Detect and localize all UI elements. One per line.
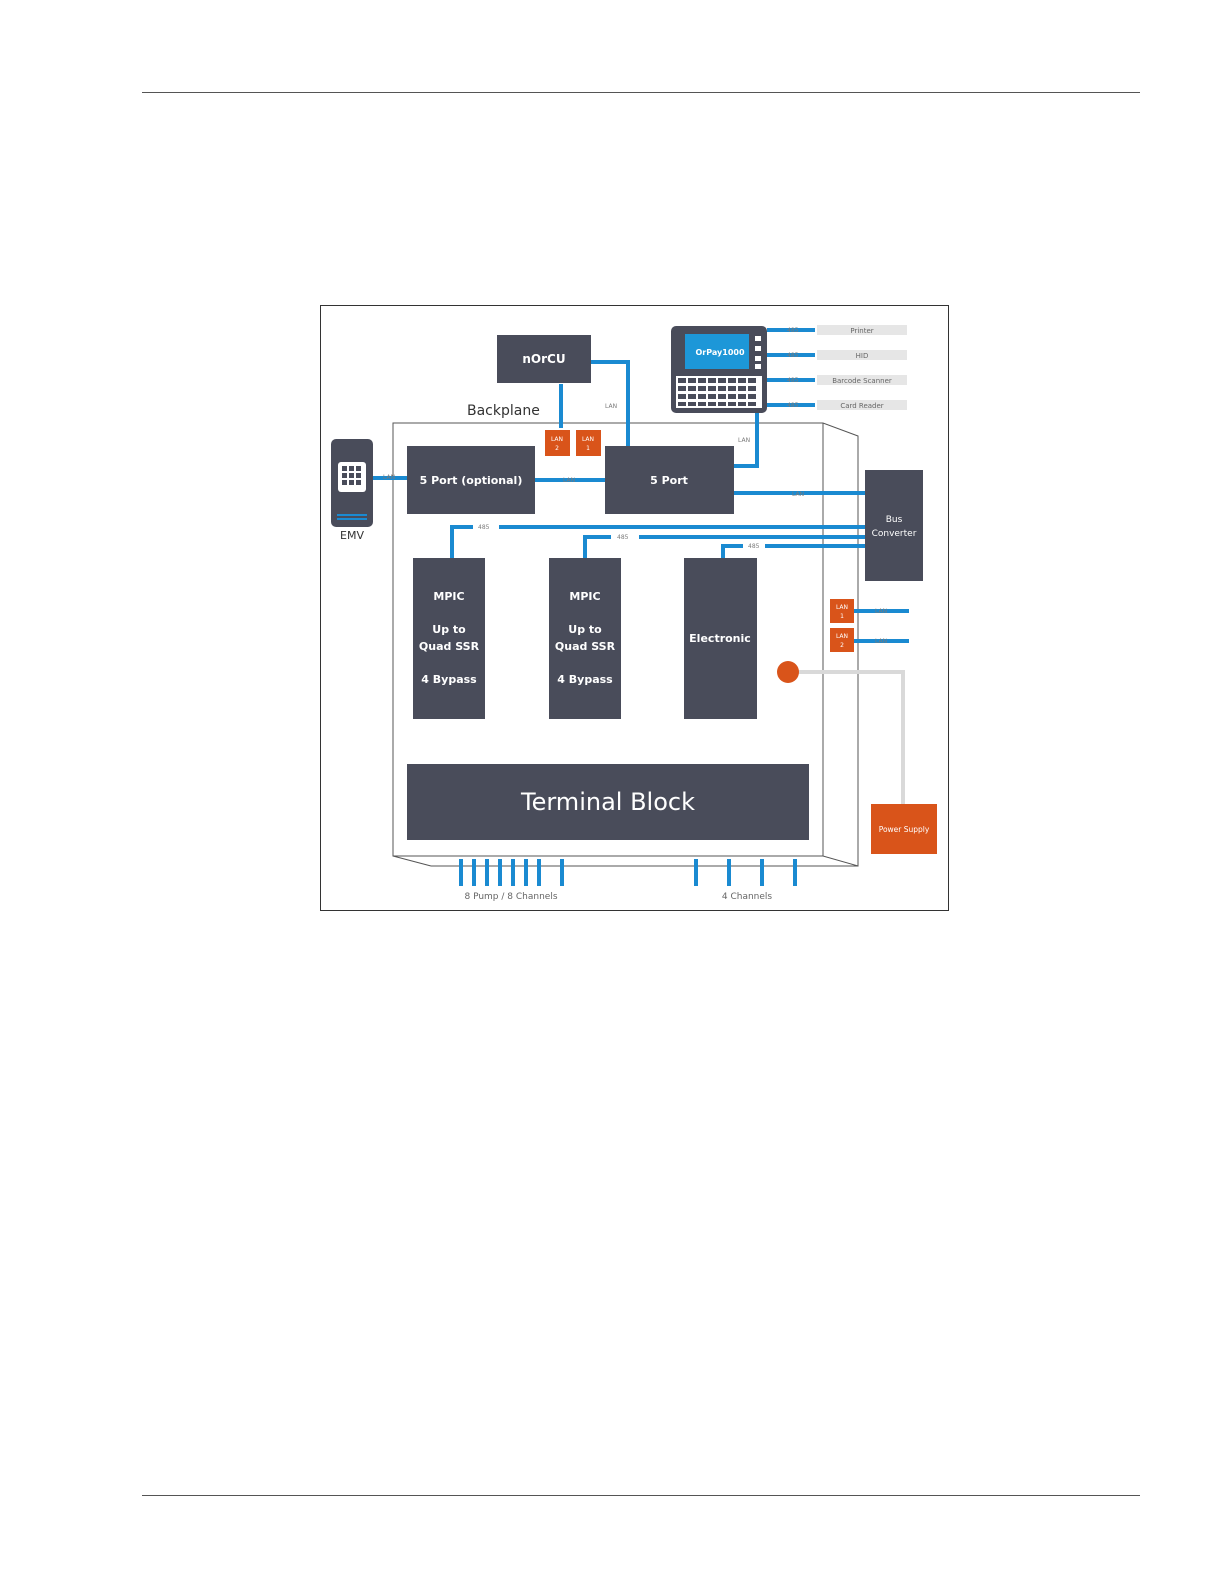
rs485-label-1: 485 — [478, 524, 490, 531]
port5-block: 5 Port — [605, 446, 734, 514]
lan-label-port: LAN — [563, 477, 575, 484]
orpay-terminal: OrPay1000 — [671, 326, 767, 413]
power-supply-label: Power Supply — [879, 825, 930, 834]
terminal-block: Terminal Block — [407, 764, 809, 840]
header-rule — [142, 92, 1140, 93]
electronic-block: Electronic — [684, 558, 757, 719]
diagram-canvas: Backplane — [331, 325, 937, 902]
lan-label-orpay: LAN — [738, 437, 750, 444]
mpic1-link — [450, 525, 473, 558]
mpic1-line-4: 4 Bypass — [421, 673, 477, 686]
lan-right-1-label: LAN — [836, 604, 848, 611]
footer-rule — [142, 1495, 1140, 1496]
peripheral-bus-hid: 485 — [787, 352, 799, 359]
rs485-label-2: 485 — [617, 534, 629, 541]
orpay-link — [734, 412, 759, 468]
peripherals: Printer HID Barcode Scanner Card Reader … — [787, 325, 907, 410]
peripheral-printer: Printer — [850, 327, 873, 335]
lan-badges-right: LAN 1 LAN 2 — [830, 599, 854, 652]
mpic2-title: MPIC — [569, 590, 600, 603]
lan-badge-2-num: 2 — [555, 445, 559, 452]
bus-converter-line-2: Converter — [872, 529, 917, 539]
lan-right-1-num: 1 — [840, 613, 844, 620]
peripheral-hid: HID — [856, 352, 869, 360]
mpic-block-2: MPIC Up to Quad SSR 4 Bypass — [549, 558, 621, 719]
port5-optional-block: 5 Port (optional) — [407, 446, 535, 514]
backplane-enclosure — [392, 422, 859, 867]
lan-label-emv: LAN — [383, 474, 395, 481]
lan-label-bus: LAN — [792, 491, 804, 498]
mpic2-link — [583, 535, 611, 558]
orpay-screen — [685, 334, 749, 369]
peripheral-card-reader: Card Reader — [840, 402, 883, 410]
peripheral-barcode: Barcode Scanner — [832, 377, 892, 385]
mpic1-line-2: Up to — [432, 623, 466, 636]
electronic-link — [721, 544, 743, 558]
lan-label-norcu: LAN — [605, 403, 617, 410]
norcu-label: nOrCU — [522, 352, 565, 366]
power-connector-icon — [777, 661, 799, 683]
lan-label-right-1: LAN — [875, 608, 887, 615]
port5-optional-label: 5 Port (optional) — [420, 474, 523, 487]
pumps-label: 8 Pump / 8 Channels — [464, 892, 557, 902]
port5-label: 5 Port — [650, 474, 688, 487]
peripheral-bus-barcode: 485 — [787, 377, 799, 384]
terminal-block-label: Terminal Block — [520, 788, 695, 816]
rs485-label-3: 485 — [748, 543, 760, 550]
emv-device — [331, 439, 373, 527]
orpay-label: OrPay1000 — [695, 348, 744, 357]
lan-badge-1-num: 1 — [586, 445, 590, 452]
mpic2-line-3: Quad SSR — [555, 640, 616, 653]
lan-right-2-label: LAN — [836, 633, 848, 640]
peripheral-bus-card-reader: 485 — [787, 402, 799, 409]
link-lines — [373, 328, 909, 886]
norcu-block: nOrCU — [497, 335, 591, 383]
mpic1-title: MPIC — [433, 590, 464, 603]
bus-converter-block: Bus Converter — [865, 470, 923, 581]
system-diagram: Backplane — [320, 305, 949, 911]
electronic-label: Electronic — [689, 632, 751, 645]
channels-label: 4 Channels — [722, 892, 773, 902]
peripheral-bus-printer: 485 — [787, 327, 799, 334]
lan-right-2-num: 2 — [840, 642, 844, 649]
power-supply-block: Power Supply — [871, 804, 937, 854]
mpic1-line-3: Quad SSR — [419, 640, 480, 653]
mpic-block-1: MPIC Up to Quad SSR 4 Bypass — [413, 558, 485, 719]
bus-converter-line-1: Bus — [886, 515, 903, 525]
mpic2-line-2: Up to — [568, 623, 602, 636]
lan-label-right-2: LAN — [875, 638, 887, 645]
norcu-link — [591, 360, 630, 446]
backplane-title: Backplane — [467, 403, 540, 419]
mpic2-line-4: 4 Bypass — [557, 673, 613, 686]
lan-badge-2-label: LAN — [551, 436, 563, 443]
power-line — [797, 670, 905, 804]
emv-label: EMV — [340, 529, 364, 542]
lan-badges-top: LAN 2 LAN 1 — [545, 430, 601, 456]
lan-badge-1-label: LAN — [582, 436, 594, 443]
